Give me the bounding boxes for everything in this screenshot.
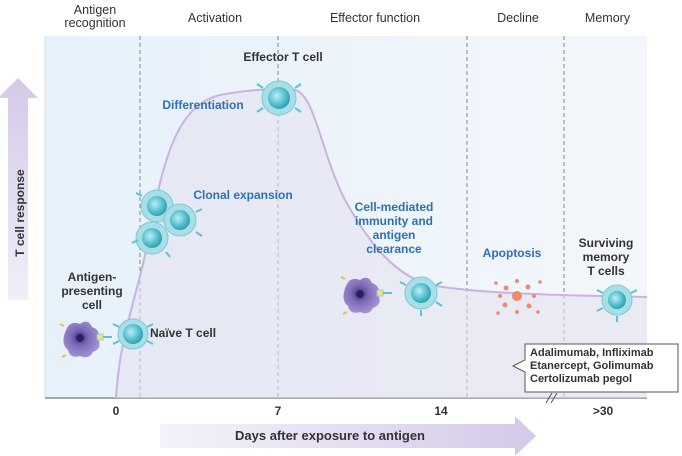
effector-t-cell-icon xyxy=(256,80,302,116)
cell-mediated-t-cell-icon xyxy=(399,276,443,316)
drug-line: Etanercept, Golimumab xyxy=(530,360,654,372)
memory-t-cell-icon xyxy=(596,284,638,322)
phase-memory: Memory xyxy=(584,11,631,25)
axis-break-icon xyxy=(545,392,558,404)
effector-t-cell-label: Effector T cell xyxy=(243,50,323,64)
x-axis-arrow-icon xyxy=(160,416,536,456)
x-axis-label: Days after exposure to antigen xyxy=(235,428,425,443)
response-area xyxy=(116,89,647,399)
drug-list: Adalimumab, Infliximab Etanercept, Golim… xyxy=(530,347,678,386)
drug-callout-box xyxy=(511,343,679,393)
differentiation-label: Differentiation xyxy=(162,98,244,112)
phase-decline: Decline xyxy=(497,11,539,25)
antigen-presenting-cell-2-icon xyxy=(340,276,392,315)
y-axis-arrow-icon xyxy=(0,78,38,300)
apoptosis-label: Apoptosis xyxy=(482,246,542,260)
clonal-expansion-label: Clonal expansion xyxy=(193,188,293,202)
drug-line: Adalimumab, Infliximab xyxy=(530,347,654,359)
apoptosis-icon xyxy=(494,279,542,315)
phase-antigen-recognition: Antigen recognition xyxy=(64,3,126,30)
phase-activation: Activation xyxy=(187,11,243,25)
y-axis-label: T cell response xyxy=(13,169,27,257)
x-tick-14: 14 xyxy=(434,404,448,418)
antigen-presenting-cell-icon xyxy=(59,321,112,358)
naive-t-cell-icon xyxy=(112,318,154,350)
apc-label: Antigen- presenting cell xyxy=(61,270,123,312)
naive-t-cell-label: Naïve T cell xyxy=(150,326,217,340)
x-tick-0: 0 xyxy=(112,404,120,418)
clonal-cells-icon xyxy=(131,189,203,258)
surviving-memory-label: Surviving memory T cells xyxy=(578,236,634,278)
phase-effector-function: Effector function xyxy=(329,11,421,25)
drug-line: Certolizumab pegol xyxy=(530,373,633,385)
x-tick-30: >30 xyxy=(592,404,614,418)
x-tick-7: 7 xyxy=(274,404,282,418)
cell-mediated-label: Cell-mediated immunity and antigen clear… xyxy=(354,200,434,256)
